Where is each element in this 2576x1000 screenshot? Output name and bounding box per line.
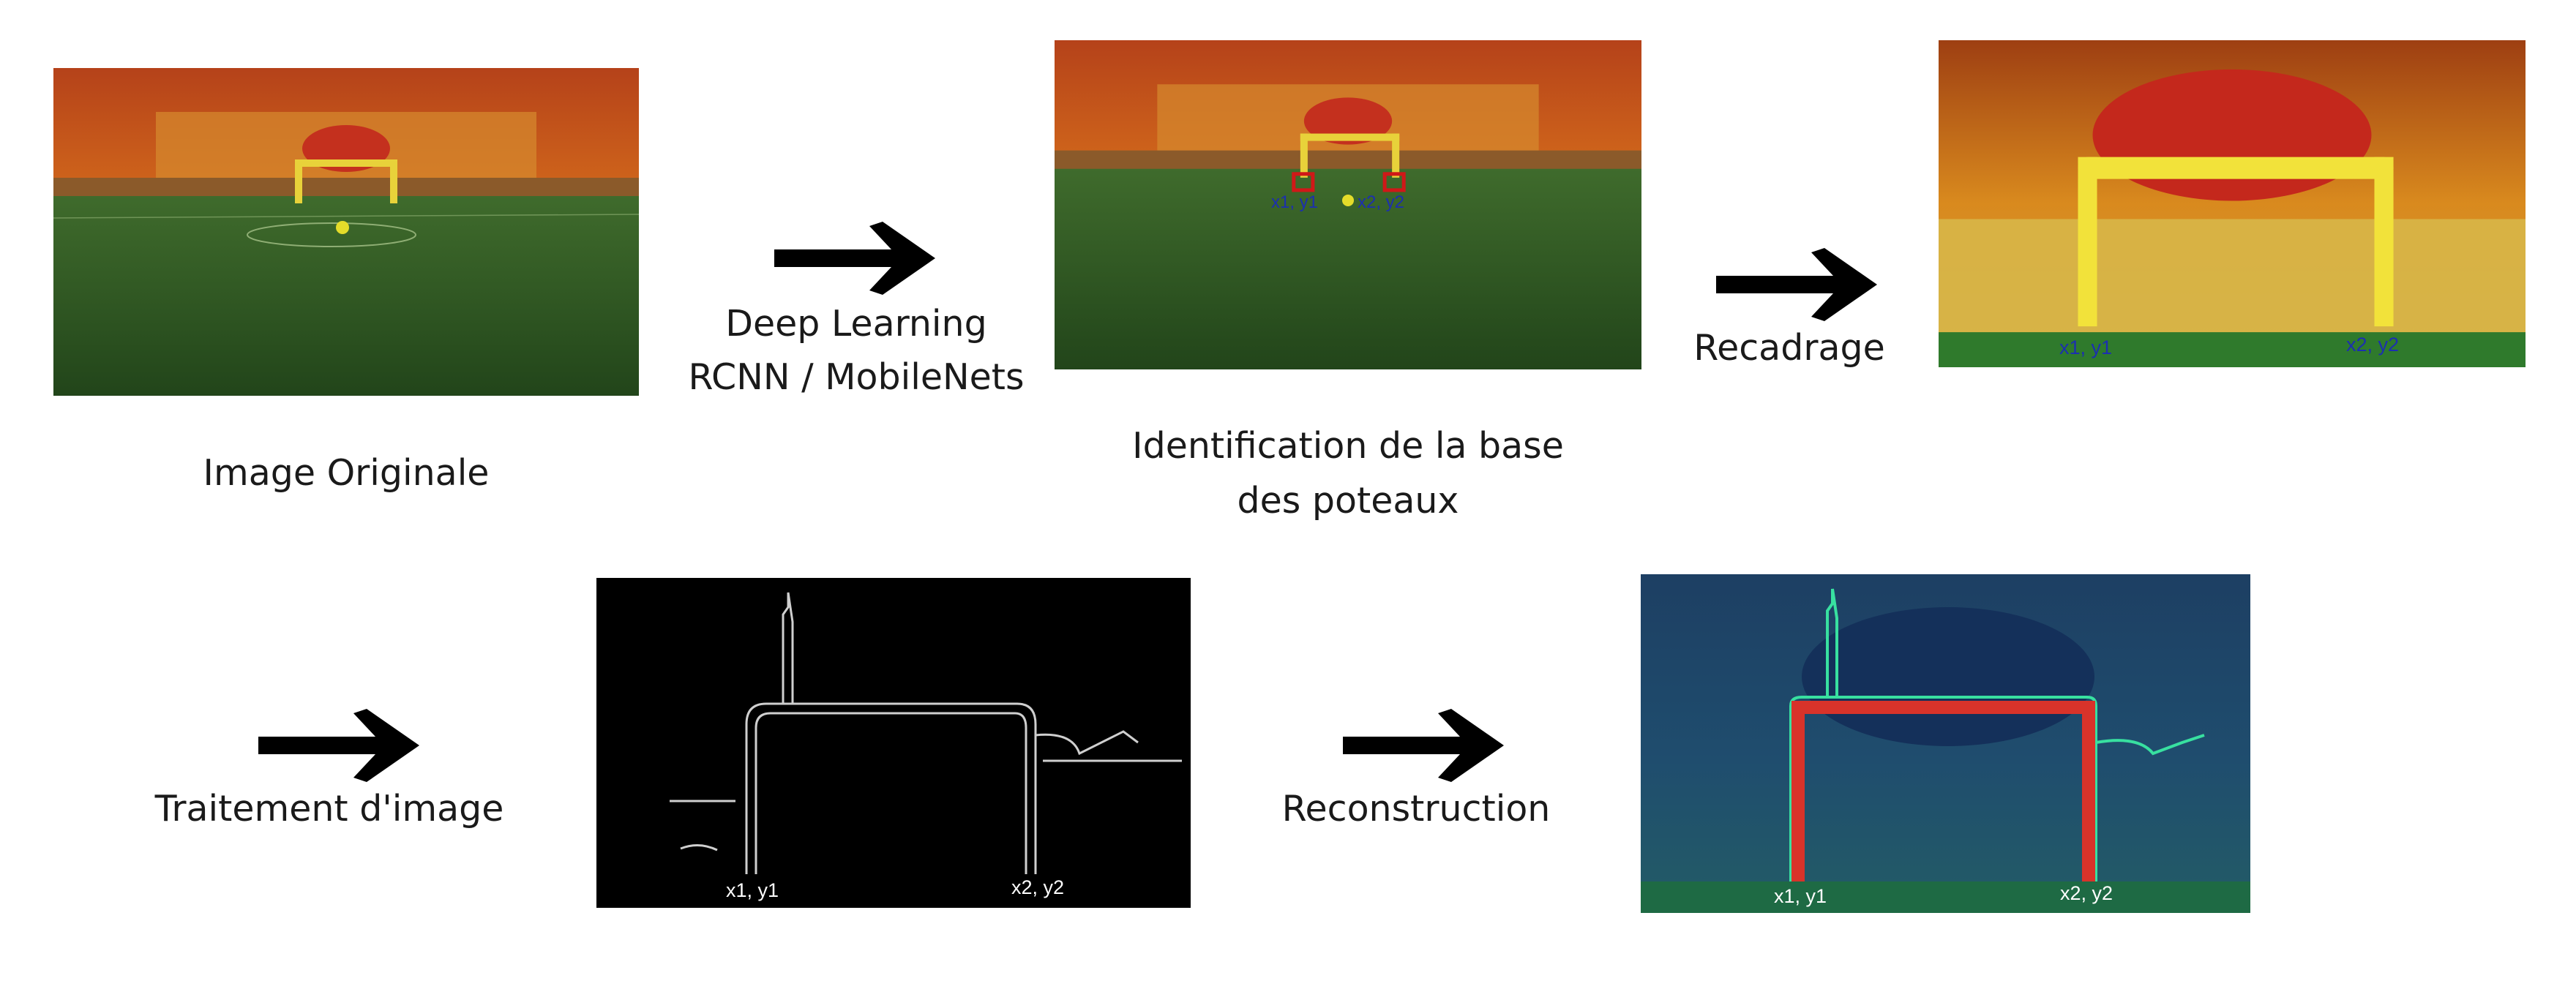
reconstruction-image <box>1641 574 2250 913</box>
caption-deep-learning-line1: Deep Learning <box>725 303 987 345</box>
edge-image <box>596 578 1191 908</box>
detection-image-panel: x1, y1 x2, y2 <box>1055 40 1641 369</box>
coord-label-p2: x2, y2 <box>1011 876 1065 898</box>
caption-reconstruction: Reconstruction <box>1281 788 1551 830</box>
coord-label-p1: x1, y1 <box>726 879 779 901</box>
coord-label-p2: x2, y2 <box>1358 192 1405 212</box>
coord-label-p1: x1, y1 <box>1271 192 1319 212</box>
detection-box-left <box>1292 172 1315 192</box>
caption-identification-line1: Identification de la base <box>1132 425 1564 467</box>
detection-image <box>1055 40 1641 369</box>
arrow-right-icon <box>258 709 419 782</box>
coord-label-p1: x1, y1 <box>2059 337 2113 358</box>
coord-label-p2: x2, y2 <box>2060 882 2113 904</box>
edge-image-panel: x1, y1 x2, y2 <box>596 578 1191 908</box>
reconstruction-image-panel: x1, y1 x2, y2 <box>1641 574 2250 913</box>
caption-deep-learning-line2: RCNN / MobileNets <box>688 356 1025 398</box>
cropped-image-panel: x1, y1 x2, y2 <box>1939 40 2526 367</box>
cropped-image <box>1939 40 2526 367</box>
arrow-right-icon <box>774 222 935 295</box>
caption-processing: Traitement d'image <box>154 788 504 830</box>
caption-original: Image Originale <box>203 452 490 494</box>
coord-label-p2: x2, y2 <box>2346 334 2400 356</box>
original-image-panel <box>53 68 639 396</box>
arrow-right-icon <box>1716 248 1877 321</box>
detection-box-right <box>1382 172 1406 192</box>
caption-identification-line2: des poteaux <box>1237 480 1459 522</box>
coord-label-p1: x1, y1 <box>1774 885 1827 907</box>
arrow-right-icon <box>1343 709 1504 782</box>
caption-crop: Recadrage <box>1693 327 1885 369</box>
original-image <box>53 68 639 396</box>
